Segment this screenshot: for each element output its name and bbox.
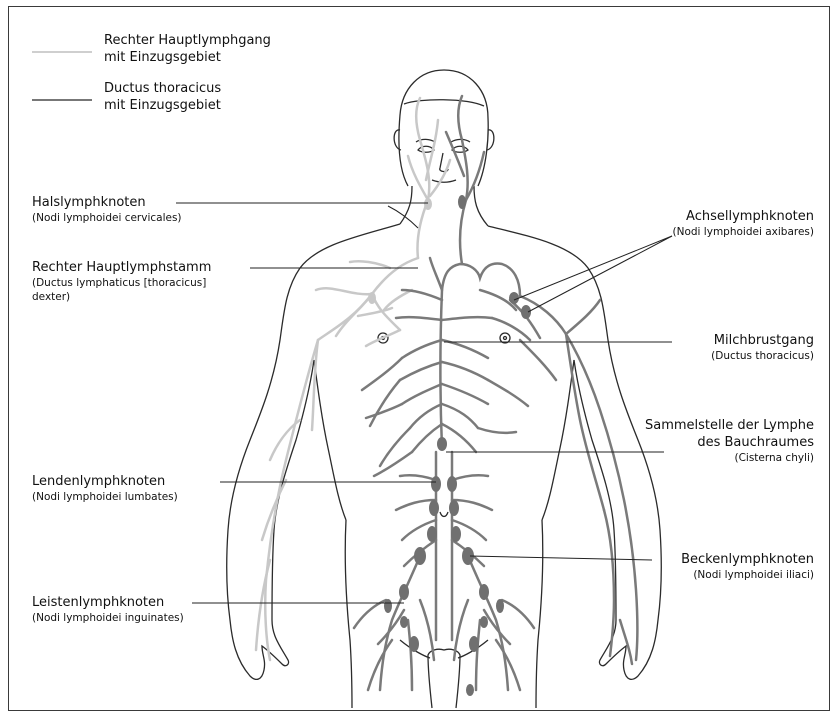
label-pelvic-nodes: Beckenlymphknoten (Nodi lymphoidei iliac… bbox=[681, 551, 814, 582]
label-lumbar-nodes: Lendenlymphknoten (Nodi lymphoidei lumba… bbox=[32, 473, 178, 504]
label-inguinal-latin: (Nodi lymphoidei inguinates) bbox=[32, 611, 184, 625]
label-lumbar-name: Lendenlymphknoten bbox=[32, 473, 178, 490]
label-cervical-nodes: Halslymphknoten (Nodi lymphoidei cervica… bbox=[32, 194, 182, 225]
label-pelvic-name: Beckenlymphknoten bbox=[681, 551, 814, 568]
legend-right-duct-line-2: mit Einzugsgebiet bbox=[104, 49, 271, 66]
lymph-node bbox=[458, 195, 466, 209]
lymph-node bbox=[429, 500, 439, 516]
right-duct-vessels bbox=[256, 98, 450, 660]
label-thoracic-duct-latin: (Ductus thoracicus) bbox=[711, 349, 814, 363]
legend-right-duct-line-1: Rechter Hauptlymphgang bbox=[104, 32, 271, 49]
thoracic-duct-vessels bbox=[354, 96, 638, 690]
lymph-node bbox=[469, 636, 479, 652]
label-thoracic-duct-name: Milchbrustgang bbox=[711, 332, 814, 349]
label-inguinal-name: Leistenlymphknoten bbox=[32, 594, 184, 611]
body-outline bbox=[227, 70, 662, 708]
legend-thoracic-duct-line-2: mit Einzugsgebiet bbox=[104, 97, 221, 114]
lymph-node bbox=[424, 198, 432, 210]
lymph-node bbox=[399, 584, 409, 600]
lymph-node bbox=[384, 599, 392, 613]
label-cervical-latin: (Nodi lymphoidei cervicales) bbox=[32, 211, 182, 225]
label-right-trunk-name: Rechter Hauptlymphstamm bbox=[32, 259, 211, 276]
lymph-node bbox=[368, 292, 376, 304]
lymph-node bbox=[521, 305, 531, 319]
label-axillary-latin: (Nodi lymphoidei axibares) bbox=[673, 225, 814, 239]
lymph-node bbox=[496, 599, 504, 613]
legend-right-duct-label: Rechter Hauptlymphgang mit Einzugsgebiet bbox=[104, 32, 271, 66]
lymph-node bbox=[400, 616, 408, 628]
label-cisterna-chyli: Sammelstelle der Lymphe des Bauchraumes … bbox=[645, 417, 814, 465]
lymph-node bbox=[431, 476, 441, 492]
lymph-node bbox=[447, 476, 457, 492]
label-axillary-name: Achsellymphknoten bbox=[673, 208, 814, 225]
lymph-node bbox=[480, 616, 488, 628]
lymph-node bbox=[451, 526, 461, 542]
label-lumbar-latin: (Nodi lymphoidei lumbates) bbox=[32, 490, 178, 504]
label-thoracic-duct: Milchbrustgang (Ductus thoracicus) bbox=[711, 332, 814, 363]
label-axillary-nodes: Achsellymphknoten (Nodi lymphoidei axiba… bbox=[673, 208, 814, 239]
lymph-node bbox=[414, 547, 426, 565]
label-right-trunk-latin-2: dexter) bbox=[32, 290, 211, 304]
label-right-trunk-latin-1: (Ductus lymphaticus [thoracicus] bbox=[32, 276, 211, 290]
lymph-node bbox=[409, 636, 419, 652]
label-cisterna-latin: (Cisterna chyli) bbox=[645, 451, 814, 465]
label-inguinal-nodes: Leistenlymphknoten (Nodi lymphoidei ingu… bbox=[32, 594, 184, 625]
lymph-node bbox=[437, 437, 447, 451]
label-cervical-name: Halslymphknoten bbox=[32, 194, 182, 211]
lymph-node bbox=[509, 292, 519, 304]
lymph-node bbox=[479, 584, 489, 600]
legend-thoracic-duct-line-1: Ductus thoracicus bbox=[104, 80, 221, 97]
lymph-node bbox=[449, 500, 459, 516]
lymph-node bbox=[427, 526, 437, 542]
label-pelvic-latin: (Nodi lymphoidei iliaci) bbox=[681, 568, 814, 582]
legend-thoracic-duct-label: Ductus thoracicus mit Einzugsgebiet bbox=[104, 80, 221, 114]
label-right-trunk: Rechter Hauptlymphstamm (Ductus lymphati… bbox=[32, 259, 211, 304]
label-cisterna-name-1: Sammelstelle der Lymphe bbox=[645, 417, 814, 434]
lymph-node bbox=[466, 684, 474, 696]
label-cisterna-name-2: des Bauchraumes bbox=[645, 434, 814, 451]
